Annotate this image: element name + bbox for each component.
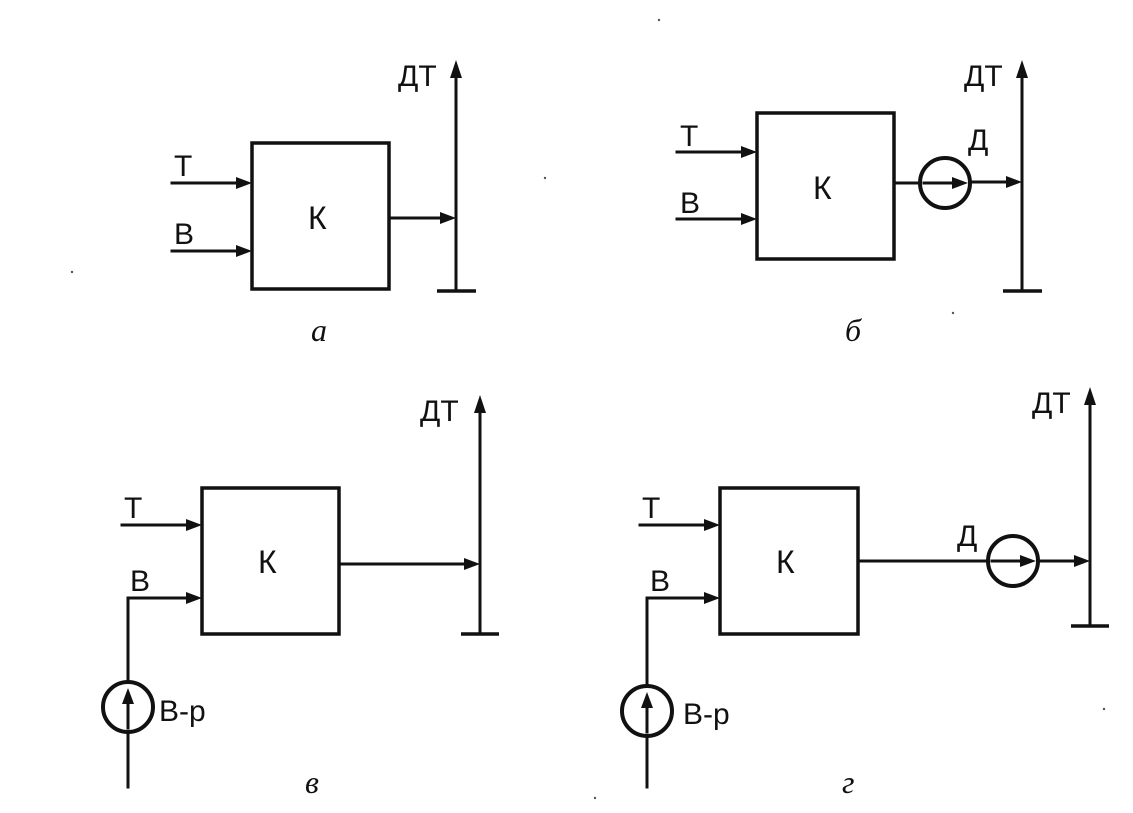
scan-speck xyxy=(593,796,597,800)
panel-b-dt-arrowhead xyxy=(1016,60,1028,78)
panel-a-caption: а xyxy=(311,312,327,348)
panel-a-label-k: К xyxy=(308,200,327,236)
panel-b-label-k: К xyxy=(813,170,832,206)
panel-v-caption: в xyxy=(305,764,319,800)
panel-g-caption: г xyxy=(842,764,854,800)
scan-speck xyxy=(1102,707,1106,711)
panel-a: Т В К ДТ а xyxy=(170,60,476,348)
panel-a-label-dt: ДТ xyxy=(398,60,437,93)
panel-v-label-dt: ДТ xyxy=(420,395,459,428)
panel-g-label-b: В xyxy=(650,565,670,598)
panel-b-expander-arrowhead xyxy=(952,177,968,189)
scan-speck xyxy=(543,176,547,180)
panel-g-dt-arrowhead xyxy=(1084,387,1096,405)
panel-g-label-t: Т xyxy=(642,492,660,525)
panel-a-input-b-arrowhead xyxy=(236,245,252,257)
panel-a-dt-arrowhead xyxy=(450,60,462,78)
panel-b-output-arrowhead xyxy=(1006,176,1022,188)
panel-b-input-t-arrowhead xyxy=(741,146,757,158)
panel-v-label-br: В-р xyxy=(159,695,206,728)
panel-g-expander-arrowhead xyxy=(1020,555,1036,567)
panel-g-regulator-arrowhead xyxy=(641,692,653,708)
panel-b-label-dt: ДТ xyxy=(964,60,1003,93)
panel-a-compressor-box xyxy=(250,141,391,291)
panel-g-label-k: К xyxy=(776,544,795,580)
scan-speck xyxy=(657,18,661,22)
scan-speck xyxy=(70,270,74,274)
panel-g-label-d: Д xyxy=(957,520,977,553)
panel-v: Т В В-р К ДТ в xyxy=(101,395,499,800)
scan-speck xyxy=(951,311,955,315)
panel-v-label-b: В xyxy=(130,565,150,598)
panel-b-input-b-arrowhead xyxy=(741,213,757,225)
panel-a-output-arrowhead xyxy=(440,212,456,224)
panel-v-input-t-arrowhead xyxy=(186,519,202,531)
panel-v-regulator-arrowhead xyxy=(122,688,134,704)
panel-g-label-dt: ДТ xyxy=(1032,387,1071,420)
panel-a-input-t-arrowhead xyxy=(236,177,252,189)
panel-b: Т В К Д ДТ б xyxy=(675,60,1042,348)
panel-b-caption: б xyxy=(845,312,862,348)
panel-g-output-arrowhead xyxy=(1074,555,1090,567)
panel-a-label-t: Т xyxy=(174,150,192,183)
panel-v-output-arrowhead xyxy=(464,558,480,570)
panel-g-input-t-arrowhead xyxy=(704,519,720,531)
panel-a-label-b: В xyxy=(174,218,194,251)
panel-b-label-b: В xyxy=(680,187,700,220)
panel-v-compressor-box xyxy=(200,486,341,636)
panel-b-label-d: Д xyxy=(968,124,988,157)
panel-b-compressor-box xyxy=(755,111,896,261)
panel-g: Т В В-р К Д ДТ г xyxy=(620,387,1109,800)
panel-g-label-br: В-р xyxy=(683,698,730,731)
panel-v-label-k: К xyxy=(258,544,277,580)
panel-g-input-b-arrowhead xyxy=(704,592,720,604)
panel-v-input-b-arrowhead xyxy=(186,592,202,604)
panel-v-label-t: Т xyxy=(124,492,142,525)
panel-b-label-t: Т xyxy=(680,120,698,153)
panel-v-dt-arrowhead xyxy=(474,395,486,413)
